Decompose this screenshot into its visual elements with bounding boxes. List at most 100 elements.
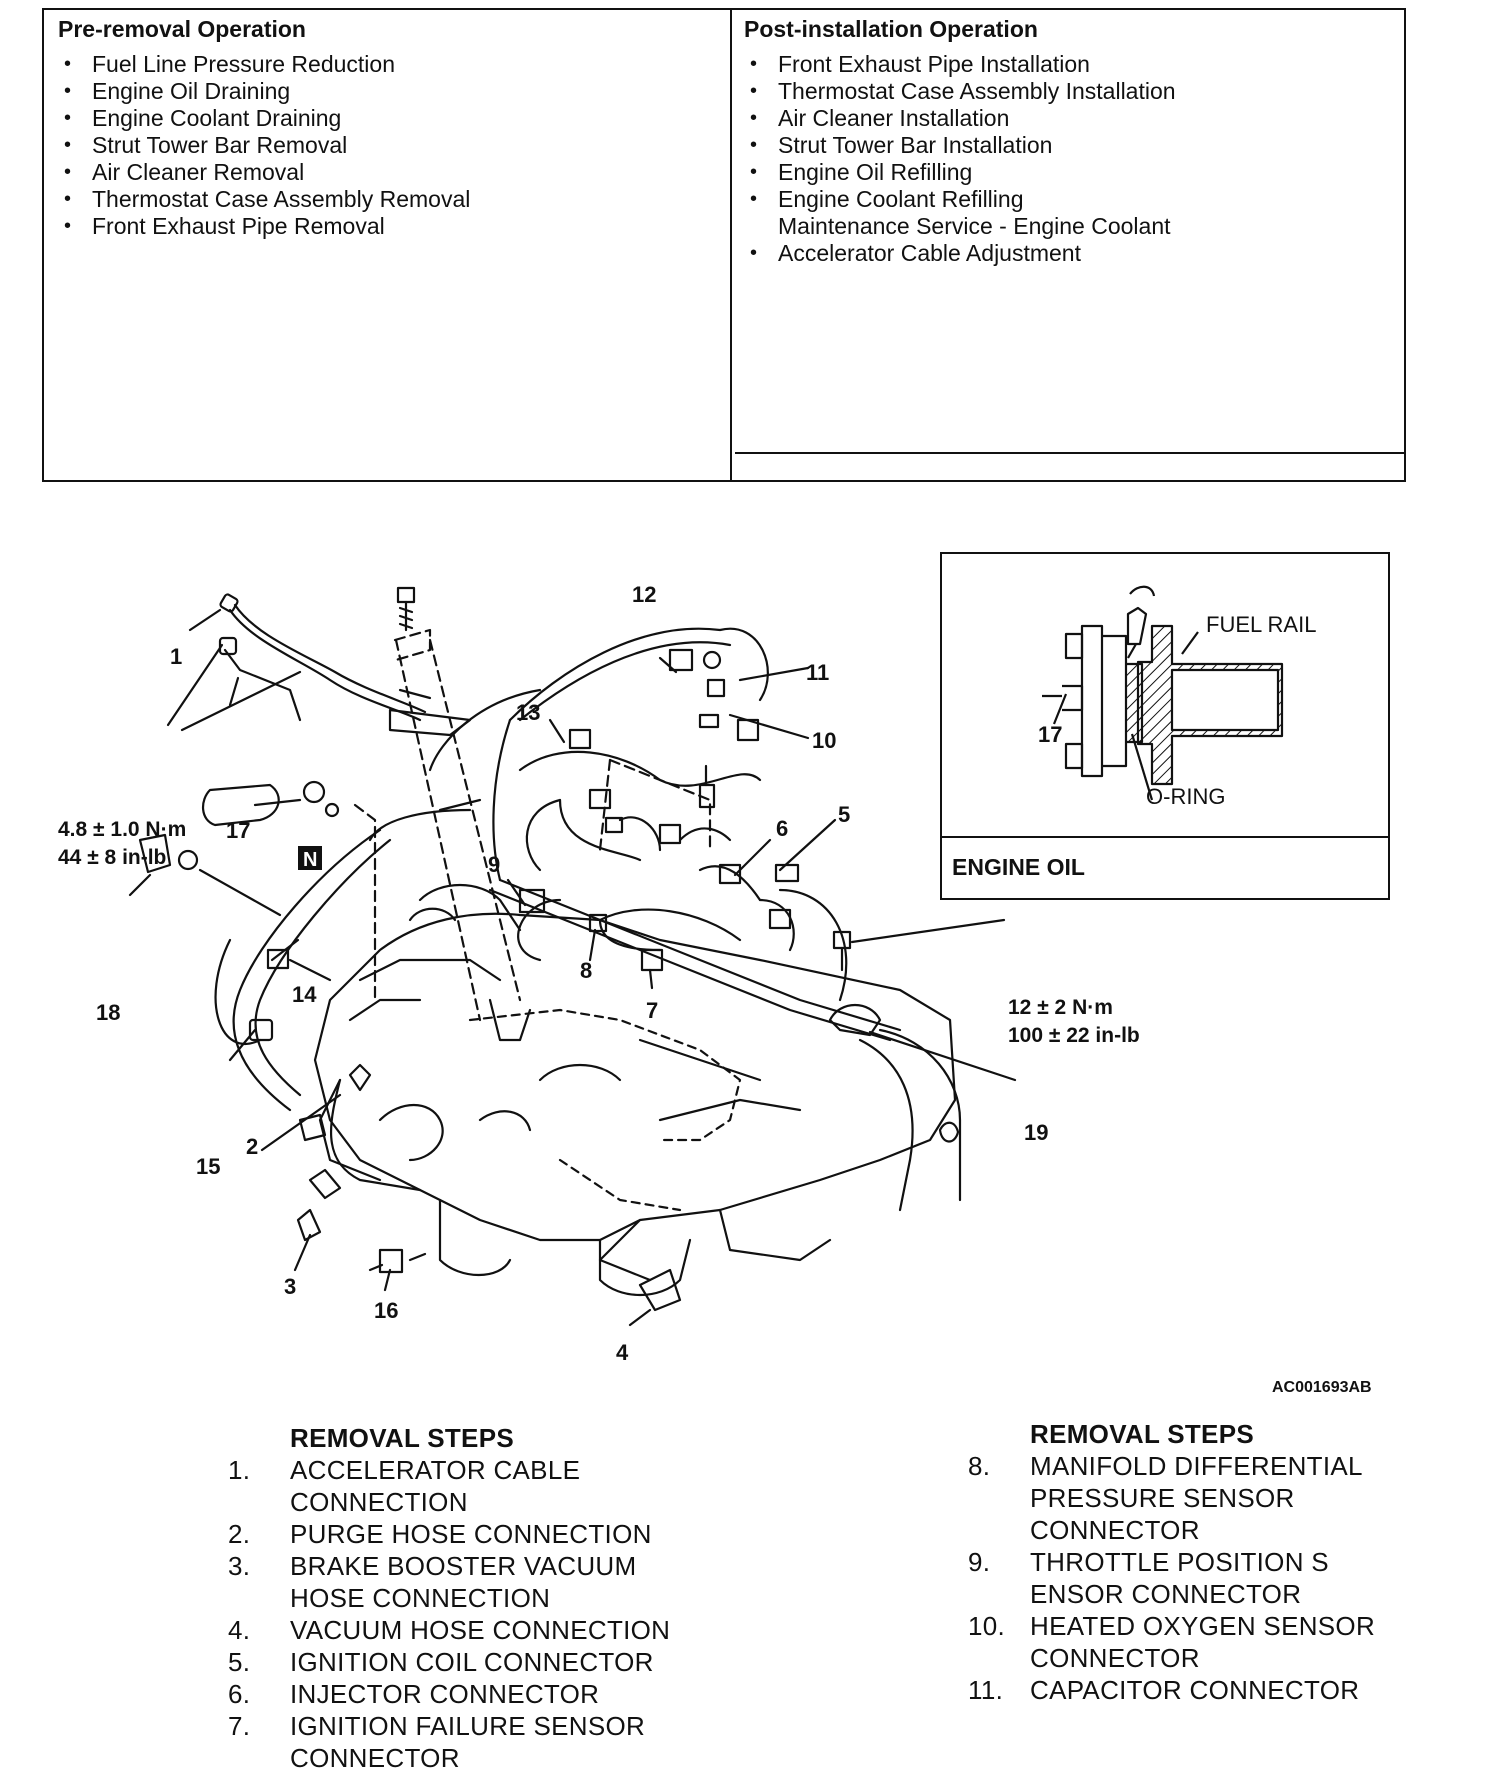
pre-removal-list: Fuel Line Pressure Reduction Engine Oil …	[58, 51, 716, 240]
step-text: VACUUM HOSE CONNECTION	[290, 1615, 671, 1645]
list-item: Air Cleaner Removal	[58, 159, 716, 186]
post-installation-list: Front Exhaust Pipe Installation Thermost…	[744, 51, 1390, 267]
step-text: IGNITION FAILURE SENSOR	[290, 1711, 646, 1741]
step-number: 10.	[968, 1611, 1006, 1641]
list-item: Thermostat Case Assembly Removal	[58, 186, 716, 213]
inset-caption: ENGINE OIL	[942, 836, 1388, 898]
step-number: 11.	[968, 1675, 1004, 1705]
torque-bracket-nm: 12 ± 2 N·m	[1008, 996, 1113, 1019]
n-symbol-label: N	[303, 849, 317, 871]
step-text-cont: HOSE CONNECTION	[290, 1583, 551, 1613]
callout-18: 18	[96, 1000, 120, 1025]
callout-15: 15	[196, 1154, 220, 1179]
list-item: Engine Oil Refilling	[744, 159, 1390, 186]
step-text: INJECTOR CONNECTOR	[290, 1679, 600, 1709]
fuel-rail-label: FUEL RAIL	[1206, 612, 1317, 637]
callout-13: 13	[516, 700, 540, 725]
step-text: PURGE HOSE CONNECTION	[290, 1519, 652, 1549]
list-item: Fuel Line Pressure Reduction	[58, 51, 716, 78]
n-symbol-icon	[298, 846, 322, 870]
callout-14: 14	[292, 982, 317, 1007]
inset-drawing	[1042, 585, 1284, 801]
list-item: Thermostat Case Assembly Installation	[744, 78, 1390, 105]
step-number: 7.	[228, 1711, 251, 1741]
step-number: 2.	[228, 1519, 251, 1549]
step-number: 8.	[968, 1451, 991, 1481]
callout-5: 5	[838, 802, 850, 827]
list-item: 6. INJECTOR CONNECTOR	[228, 1678, 738, 1710]
callout-8: 8	[580, 958, 592, 983]
list-item: 11. CAPACITOR CONNECTOR	[968, 1674, 1438, 1706]
callout-2: 2	[246, 1134, 258, 1159]
callout-19: 19	[1024, 1120, 1048, 1145]
step-text: HEATED OXYGEN SENSOR	[1030, 1611, 1376, 1641]
callout-17: 17	[226, 818, 250, 843]
step-text: THROTTLE POSITION S	[1030, 1547, 1329, 1577]
step-text: CAPACITOR CONNECTOR	[1030, 1675, 1360, 1705]
list-item: Strut Tower Bar Installation	[744, 132, 1390, 159]
step-number: 6.	[228, 1679, 251, 1709]
step-text: MANIFOLD DIFFERENTIAL	[1030, 1451, 1363, 1481]
list-item: 4. VACUUM HOSE CONNECTION	[228, 1614, 738, 1646]
removal-steps-heading: REMOVAL STEPS	[290, 1423, 514, 1453]
callout-11: 11	[806, 660, 829, 685]
list-item: 2. PURGE HOSE CONNECTION	[228, 1518, 738, 1550]
torque-sensor-inlb: 44 ± 8 in-lb	[58, 846, 166, 869]
torque-bracket-inlb: 100 ± 22 in-lb	[1008, 1024, 1140, 1047]
pre-removal-title: Pre-removal Operation	[58, 16, 306, 42]
callout-12: 12	[632, 582, 656, 607]
step-number: 5.	[228, 1647, 251, 1677]
callout-16: 16	[374, 1298, 398, 1323]
list-item: Front Exhaust Pipe Installation	[744, 51, 1390, 78]
step-text-cont: CONNECTOR	[1030, 1643, 1200, 1673]
callout-6: 6	[776, 816, 788, 841]
callout-9: 9	[488, 852, 500, 877]
step-text-cont: CONNECTION	[290, 1487, 468, 1517]
list-item: Air Cleaner Installation	[744, 105, 1390, 132]
o-ring-label: O-RING	[1146, 784, 1226, 809]
engine-exploded-diagram: 1 2 3 4 5 6 7 8 9 10 11 12 13 14 15 16 1…	[58, 582, 1372, 1396]
inset-part-number: 17	[1038, 722, 1063, 747]
callout-7: 7	[646, 998, 658, 1023]
divider	[735, 452, 1405, 454]
callout-10: 10	[812, 728, 836, 753]
list-item-subtext: Maintenance Service - Engine Coolant	[778, 213, 1171, 239]
list-item: Strut Tower Bar Removal	[58, 132, 716, 159]
list-item: Accelerator Cable Adjustment	[744, 240, 1390, 267]
list-item: Engine Coolant Draining	[58, 105, 716, 132]
step-text: IGNITION COIL CONNECTOR	[290, 1647, 654, 1677]
step-number: 3.	[228, 1551, 251, 1581]
list-item: 5. IGNITION COIL CONNECTOR	[228, 1646, 738, 1678]
callout-4: 4	[616, 1340, 629, 1365]
list-item-text: Engine Coolant Refilling	[778, 186, 1024, 212]
callout-1: 1	[170, 644, 182, 669]
step-text: ACCELERATOR CABLE	[290, 1455, 581, 1485]
post-installation-title: Post-installation Operation	[744, 16, 1038, 42]
step-text-cont: ENSOR CONNECTOR	[1030, 1579, 1302, 1609]
step-text-cont: CONNECTOR	[290, 1743, 460, 1773]
list-item: Engine Oil Draining	[58, 78, 716, 105]
list-item: Front Exhaust Pipe Removal	[58, 213, 716, 240]
pre-removal-box: Pre-removal Operation Fuel Line Pressure…	[42, 8, 732, 482]
inset-fuel-rail: FUEL RAIL O-RING 17 ENGINE OIL	[940, 552, 1390, 900]
callout-3: 3	[284, 1274, 296, 1299]
step-text: BRAKE BOOSTER VACUUM	[290, 1551, 637, 1581]
torque-sensor-nm: 4.8 ± 1.0 N·m	[58, 818, 186, 841]
step-number: 4.	[228, 1615, 251, 1645]
step-number: 9.	[968, 1547, 991, 1577]
removal-steps-heading: REMOVAL STEPS	[1030, 1419, 1254, 1449]
post-installation-box: Post-installation Operation Front Exhaus…	[730, 8, 1406, 482]
step-text-cont: CONNECTOR	[1030, 1515, 1200, 1545]
figure-code: AC001693AB	[1272, 1379, 1372, 1396]
